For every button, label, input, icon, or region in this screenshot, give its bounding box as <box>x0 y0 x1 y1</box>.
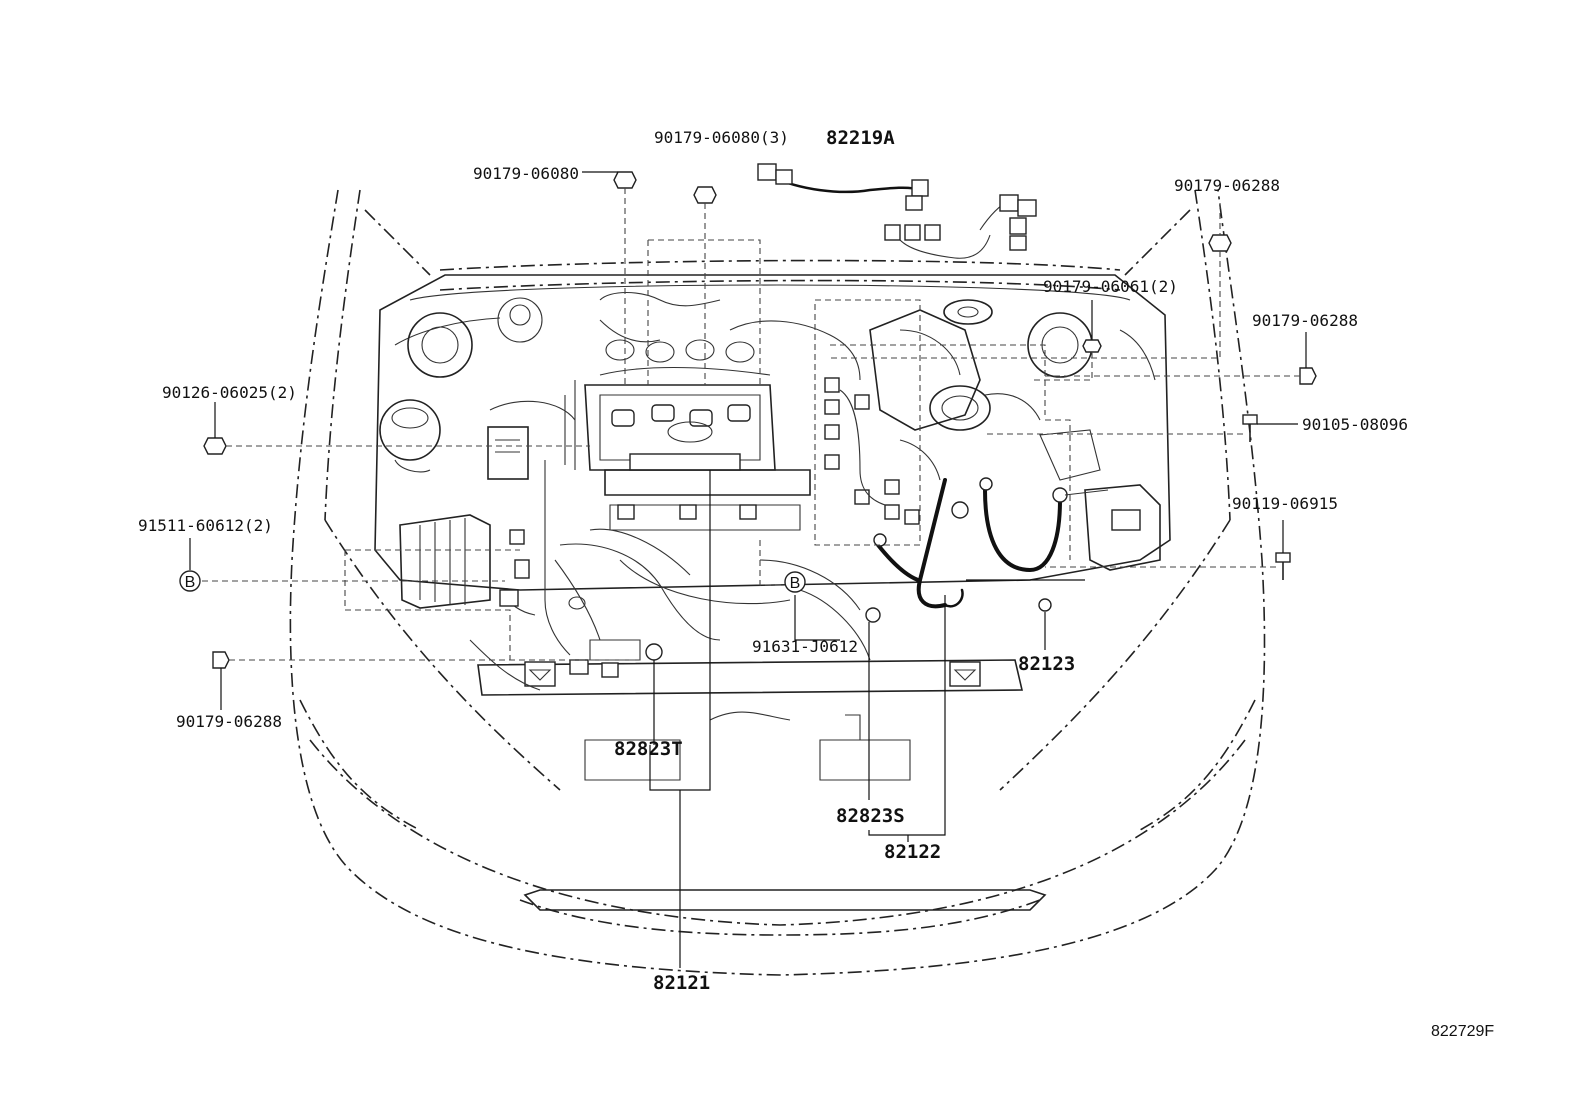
marker-b-center: B <box>784 571 806 593</box>
nut-icon <box>1208 234 1232 252</box>
fasteners <box>203 171 1317 669</box>
svg-text:B: B <box>790 575 801 592</box>
label-82823s[interactable]: 82823S <box>836 805 905 827</box>
label-82219a[interactable]: 82219A <box>826 127 895 149</box>
phantom-boxes <box>344 239 1071 660</box>
reference-code: 822729F <box>1431 1023 1494 1040</box>
label-90179-06080-3[interactable]: 90179-06080(3) <box>654 128 789 147</box>
harness-connectors <box>489 163 1109 678</box>
marker-b-left: B <box>179 570 201 592</box>
nut-icon <box>693 186 717 204</box>
engine-bay-structure <box>374 274 1171 781</box>
label-91511-60612-2[interactable]: 91511-60612(2) <box>138 516 273 535</box>
clip-icon <box>1299 367 1317 385</box>
bolt-icon <box>1275 552 1291 580</box>
vehicle-body-outline <box>289 189 1266 976</box>
label-90119-06915[interactable]: 90119-06915 <box>1232 494 1338 513</box>
label-82122[interactable]: 82122 <box>884 841 941 863</box>
label-90126-06025-2[interactable]: 90126-06025(2) <box>162 383 297 402</box>
label-90179-06288-top[interactable]: 90179-06288 <box>1174 176 1280 195</box>
label-90179-06288-right[interactable]: 90179-06288 <box>1252 311 1358 330</box>
label-90105-08096[interactable]: 90105-08096 <box>1302 415 1408 434</box>
label-82123[interactable]: 82123 <box>1018 653 1075 675</box>
svg-text:B: B <box>185 574 196 591</box>
nut-icon <box>203 437 227 455</box>
label-82823t[interactable]: 82823T <box>614 738 683 760</box>
label-90179-06080[interactable]: 90179-06080 <box>473 164 579 183</box>
leader-lines <box>189 171 1307 968</box>
label-91631-j0612[interactable]: 91631-J0612 <box>752 637 858 656</box>
nut-icon <box>1082 339 1102 353</box>
label-90179-06288-left[interactable]: 90179-06288 <box>176 712 282 731</box>
label-82121[interactable]: 82121 <box>653 972 710 994</box>
label-90179-06061-2[interactable]: 90179-06061(2) <box>1043 277 1178 296</box>
clip-icon <box>212 651 230 669</box>
part-labels: 90179-06080 90179-06080(3) 82219A 90179-… <box>138 127 1408 994</box>
bolt-icon <box>1242 414 1258 442</box>
nut-icon <box>613 171 637 189</box>
